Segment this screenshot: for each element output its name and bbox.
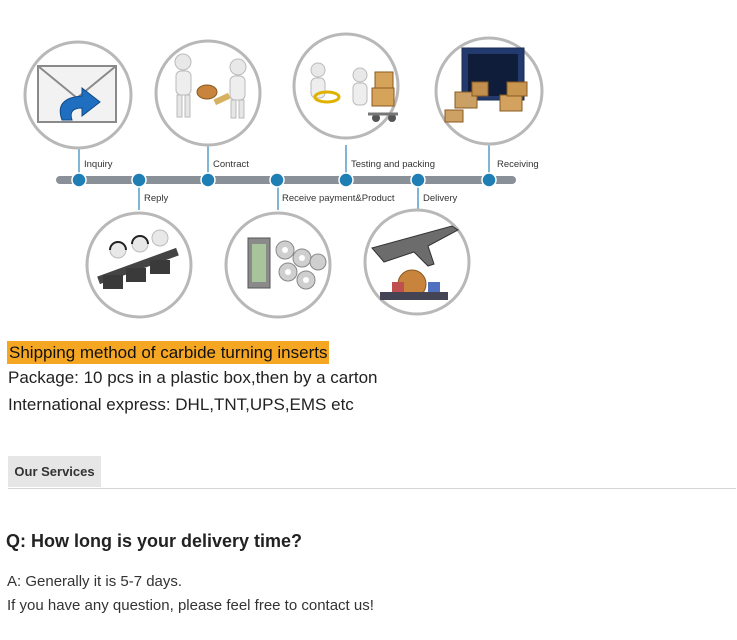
receiving-container-icon [434,36,544,146]
shipping-method-heading: Shipping method of carbide turning inser… [7,341,330,364]
step-label-testing: Testing and packing [351,159,435,170]
step-label-receiving: Receiving [497,159,539,170]
faq-answer: A: Generally it is 5-7 days. [7,573,183,590]
timeline-dot-payment [269,172,285,188]
tab-divider [8,488,736,489]
timeline-bar [56,176,516,184]
faq-question: Q: How long is your delivery time? [6,531,303,551]
step-label-payment: Receive payment&Product [282,193,395,204]
step-label-inquiry: Inquiry [84,159,113,170]
step-label-delivery: Delivery [423,193,458,204]
delivery-plane-ship-icon [363,208,471,316]
timeline-dot-testing [338,172,354,188]
timeline-dot-receiving [481,172,497,188]
payment-gears-icon [224,211,332,319]
package-info: Package: 10 pcs in a plastic box,then by… [8,368,378,387]
timeline-dot-reply [131,172,147,188]
express-info: International express: DHL,TNT,UPS,EMS e… [8,395,354,414]
tab-our-services[interactable]: Our Services [8,456,101,487]
order-process-diagram: Inquiry Contract Testing and packing Rec… [0,0,560,330]
faq-contact-note: If you have any question, please feel fr… [7,597,374,614]
step-label-contract: Contract [213,159,249,170]
testing-packing-icon [292,32,400,140]
timeline-dot-inquiry [71,172,87,188]
contract-figures-icon [154,39,262,147]
timeline-dot-contract [200,172,216,188]
step-label-reply: Reply [144,193,169,204]
timeline-dot-delivery [410,172,426,188]
inquiry-envelope-icon [23,40,133,150]
reply-callcenter-icon [85,211,193,319]
